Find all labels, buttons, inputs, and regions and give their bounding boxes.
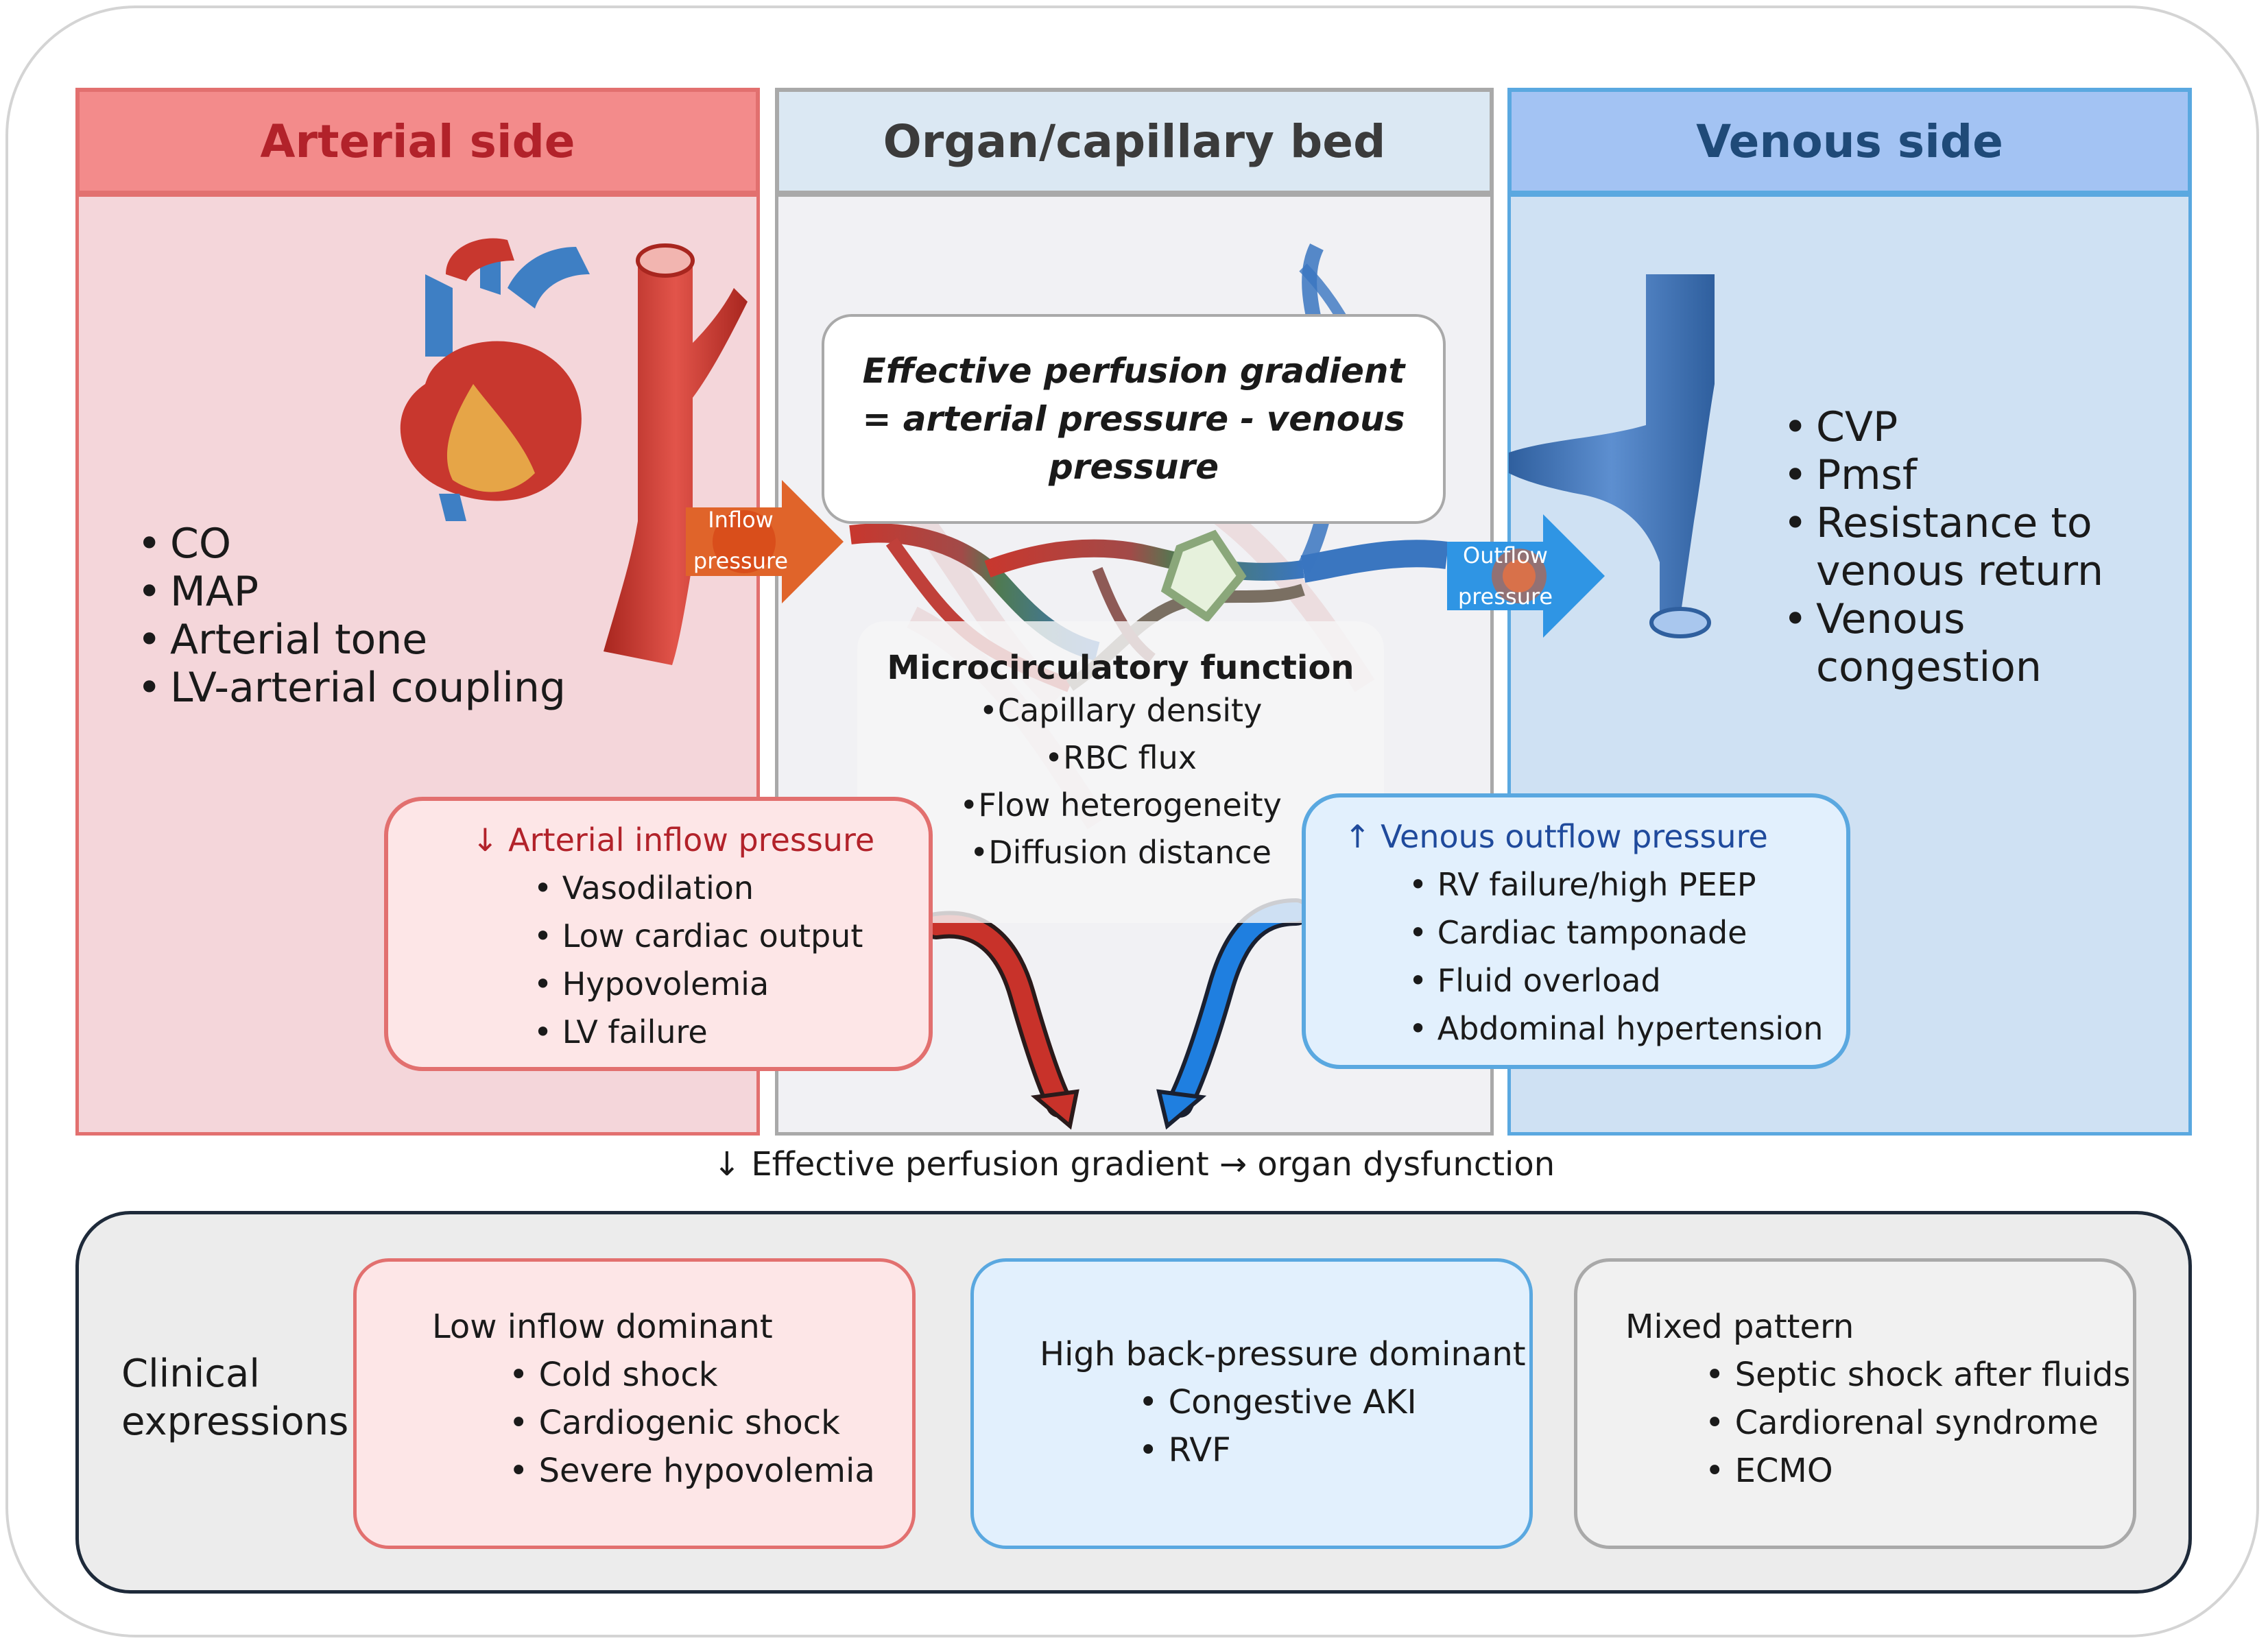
high-back-pressure-title: High back-pressure dominant (1040, 1335, 1526, 1373)
arterial-determinants-list: CO MAP Arterial tone LV-arterial couplin… (137, 520, 566, 712)
organ-bed-title: Organ/capillary bed (883, 115, 1386, 168)
list-item: Low cardiac output (534, 912, 863, 960)
inflow-arrow-label: Inflow pressure (689, 499, 792, 581)
artery-icon (604, 243, 748, 665)
inflow-arrow-icon (686, 480, 844, 603)
low-inflow-list: Cold shock Cardiogenic shock Severe hypo… (509, 1351, 875, 1495)
high-back-pressure-box: High back-pressure dominant Congestive A… (970, 1258, 1533, 1549)
venous-side-header: Venous side (1507, 88, 2192, 195)
arterial-side-title: Arterial side (260, 115, 575, 168)
list-item: CO (137, 520, 566, 568)
venous-outflow-list: RV failure/high PEEP Cardiac tamponade F… (1409, 861, 1824, 1053)
list-item: Septic shock after fluids (1705, 1351, 2131, 1399)
mixed-pattern-title: Mixed pattern (1625, 1308, 1854, 1346)
venous-side-title: Venous side (1696, 115, 2003, 168)
venous-outflow-causes-box: ↑ Venous outflow pressure RV failure/hig… (1302, 793, 1850, 1069)
list-item: Vasodilation (534, 864, 863, 912)
list-item: Capillary density (857, 687, 1384, 734)
perfusion-gradient-box: Effective perfusion gradient = arterial … (822, 314, 1446, 524)
list-item: Flow heterogeneity (857, 782, 1384, 829)
list-item: RVF (1138, 1426, 1417, 1474)
list-item: LV failure (534, 1008, 863, 1056)
arterial-side-header: Arterial side (75, 88, 760, 195)
list-item: ECMO (1705, 1447, 2130, 1495)
outflow-arrow-label: Outflow pressure (1447, 535, 1564, 617)
outflow-label-line1: Outflow (1463, 542, 1548, 568)
venous-determinants-list: CVP Pmsf Resistance to venous return Ven… (1783, 403, 2104, 691)
arterial-inflow-list: Vasodilation Low cardiac output Hypovole… (534, 864, 863, 1056)
perfusion-gradient-formula: Effective perfusion gradient = arterial … (862, 351, 1405, 487)
low-inflow-title: Low inflow dominant (432, 1308, 773, 1346)
outcome-statement: ↓ Effective perfusion gradient → organ d… (713, 1145, 1555, 1184)
high-back-pressure-list: Congestive AKI RVF (1138, 1378, 1417, 1474)
list-item: LV-arterial coupling (137, 664, 566, 712)
inflow-label-line1: Inflow (708, 507, 774, 533)
list-item: Fluid overload (1409, 957, 1823, 1005)
blue-curved-arrow-icon (1156, 898, 1310, 1130)
list-item: Cold shock (509, 1351, 875, 1399)
list-item: Arterial tone (137, 616, 566, 664)
list-item: Cardiogenic shock (509, 1399, 875, 1447)
heart-icon (400, 238, 590, 521)
list-item: Pmsf (1783, 451, 2104, 499)
list-item: Diffusion distance (857, 829, 1384, 876)
list-item: Cardiac tamponade (1409, 909, 1823, 957)
list-item: Abdominal hypertension (1409, 1005, 1824, 1053)
organ-bed-header: Organ/capillary bed (775, 88, 1494, 195)
list-item: RBC flux (857, 734, 1384, 782)
list-item: Cardiorenal syndrome (1705, 1399, 2130, 1447)
arterial-inflow-causes-box: ↓ Arterial inflow pressure Vasodilation … (384, 797, 933, 1071)
list-item: Severe hypovolemia (509, 1447, 875, 1495)
list-item: CVP (1783, 403, 2104, 451)
venous-outflow-title: ↑ Venous outflow pressure (1344, 818, 1768, 855)
list-item: Hypovolemia (534, 960, 863, 1008)
list-item: Resistance to venous return (1783, 499, 2104, 595)
arterial-inflow-title: ↓ Arterial inflow pressure (472, 821, 875, 858)
list-item: MAP (137, 568, 566, 616)
inflow-label-line2: pressure (693, 548, 789, 574)
red-curved-arrow-icon (922, 911, 1079, 1130)
clinical-expressions-label: Clinical expressions (121, 1352, 349, 1444)
list-item: Venous congestion (1783, 595, 2104, 691)
list-item: Congestive AKI (1138, 1378, 1417, 1426)
microcirculatory-list: Capillary density RBC flux Flow heteroge… (857, 687, 1384, 876)
clinical-expressions-panel: Clinical expressions Low inflow dominant… (75, 1211, 2192, 1594)
vein-icon (1509, 274, 1715, 638)
mixed-pattern-list: Septic shock after fluids Cardiorenal sy… (1705, 1351, 2131, 1495)
low-inflow-dominant-box: Low inflow dominant Cold shock Cardiogen… (353, 1258, 916, 1549)
list-item: RV failure/high PEEP (1409, 861, 1823, 909)
outflow-arrow-icon (1447, 514, 1605, 638)
outflow-label-line2: pressure (1457, 584, 1553, 610)
microcirculatory-function-box: Microcirculatory function Capillary dens… (857, 621, 1384, 923)
mixed-pattern-box: Mixed pattern Septic shock after fluids … (1574, 1258, 2136, 1549)
microcirculatory-title: Microcirculatory function (887, 649, 1354, 687)
